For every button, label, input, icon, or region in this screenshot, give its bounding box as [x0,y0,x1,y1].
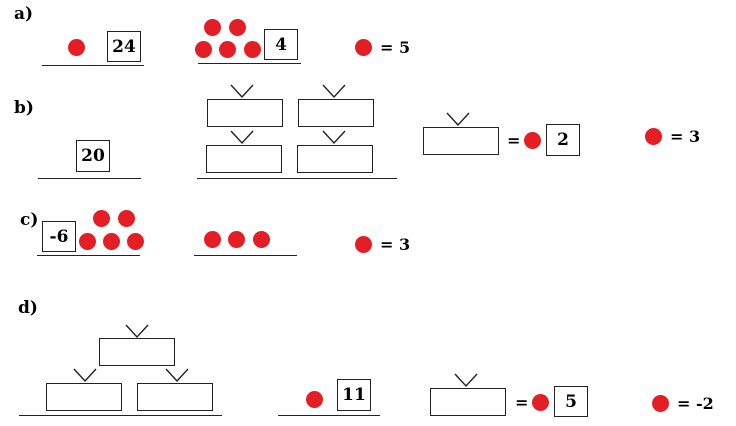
red-dot [355,236,372,253]
red-dot [195,41,212,58]
empty-box[interactable] [137,383,213,411]
red-dot [79,233,96,250]
red-dot [103,233,120,250]
number-box: -6 [42,221,76,252]
empty-box[interactable] [297,145,373,173]
check-mark-icon [165,368,189,383]
empty-box[interactable] [206,145,282,173]
dot-value: = 3 [670,127,701,146]
red-dot [93,210,110,227]
number-box: 5 [554,386,588,417]
number-box: 4 [264,29,298,60]
base-line [37,255,140,256]
red-dot [645,128,662,145]
empty-box[interactable] [423,127,499,155]
red-dot [219,41,236,58]
red-dot [652,395,669,412]
red-dot [204,19,221,36]
red-dot [244,41,261,58]
dot-value: = -2 [677,394,714,413]
number-box: 2 [546,124,580,156]
label-a: a) [14,4,34,24]
check-mark-icon [125,324,149,339]
red-dot [229,19,246,36]
red-dot [253,231,270,248]
base-line [19,415,222,416]
label-c: c) [20,210,39,230]
red-dot [68,39,85,56]
check-mark-icon [446,112,470,127]
base-line [198,63,301,64]
base-line [197,178,397,179]
label-d: d) [18,298,38,318]
check-mark-icon [230,84,254,99]
base-line [42,65,144,66]
check-mark-icon [73,368,97,383]
check-mark-icon [230,130,254,145]
red-dot [118,210,135,227]
number-box: 24 [107,31,141,62]
empty-box[interactable] [430,388,506,416]
check-mark-icon [454,373,478,388]
number-box: 20 [76,140,110,172]
equals-sign: = [515,393,529,412]
red-dot [532,394,549,411]
check-mark-icon [322,130,346,145]
check-mark-icon [322,84,346,99]
red-dot [355,39,372,56]
red-dot [204,231,221,248]
red-dot [127,233,144,250]
empty-box[interactable] [99,338,175,366]
empty-box[interactable] [46,383,122,411]
red-dot [228,231,245,248]
red-dot [524,132,541,149]
red-dot [306,391,323,408]
dot-value: = 5 [380,38,411,57]
empty-box[interactable] [207,99,283,127]
empty-box[interactable] [298,99,374,127]
equals-sign: = [507,131,521,150]
number-box: 11 [337,379,371,411]
dot-value: = 3 [380,235,411,254]
base-line [38,178,141,179]
base-line [194,255,297,256]
label-b: b) [14,98,34,118]
base-line [278,415,380,416]
